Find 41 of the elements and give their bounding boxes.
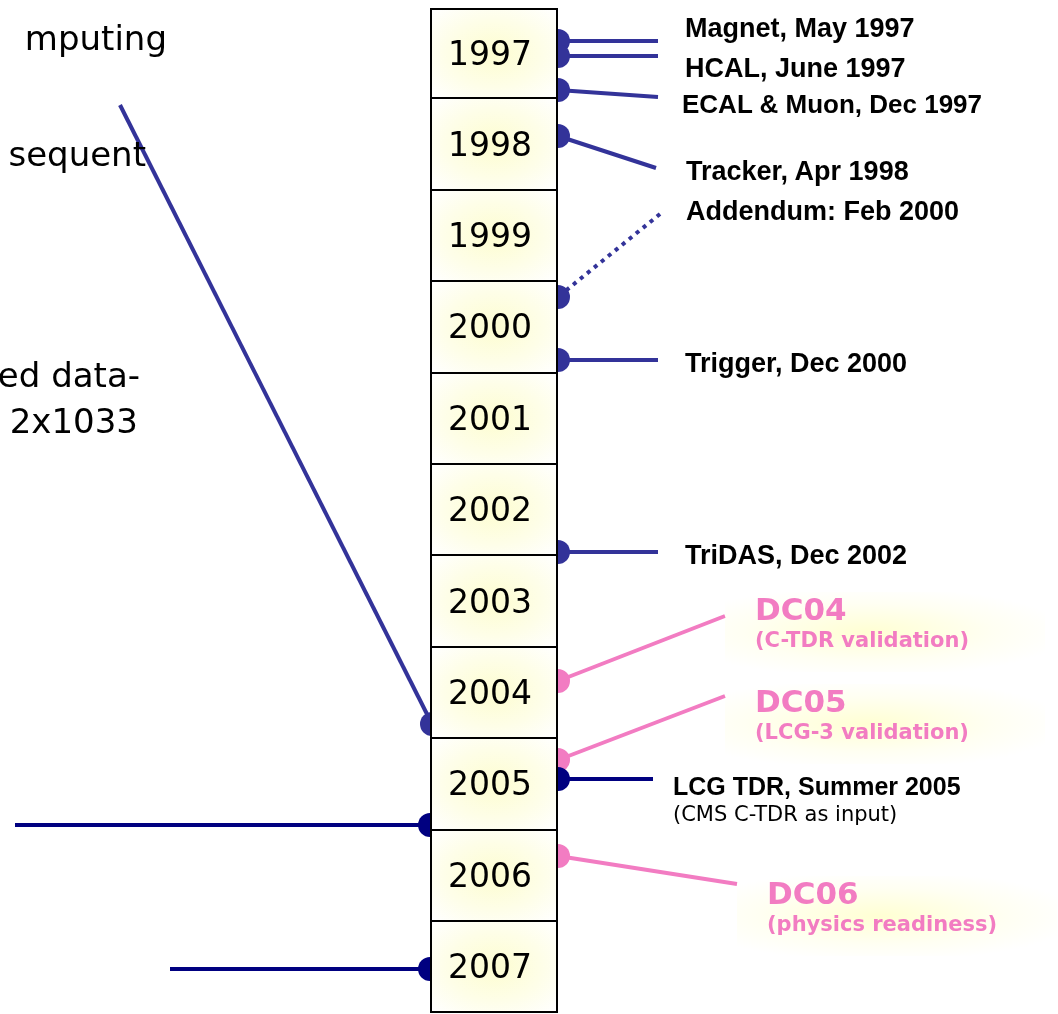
year-cell xyxy=(430,739,558,831)
year-cell xyxy=(430,8,558,100)
year-label: 2000 xyxy=(448,307,533,347)
milestone-label: TriDAS, Dec 2002 xyxy=(685,540,909,572)
year-label: 2006 xyxy=(448,855,533,895)
milestone-note: (CMS C-TDR as input) xyxy=(673,800,899,828)
year-cell xyxy=(430,465,558,557)
milestone-label: Trigger, Dec 2000 xyxy=(685,348,909,380)
milestone-label: Magnet, May 1997 xyxy=(685,13,916,45)
milestone-label: LCG TDR, Summer 2005 xyxy=(673,771,962,801)
milestone-label: Addendum: Feb 2000 xyxy=(686,196,961,228)
year-label: 2002 xyxy=(448,490,533,530)
challenge-subtitle: (C-TDR validation) xyxy=(755,627,971,653)
year-label: 1997 xyxy=(448,34,533,74)
cropped-text: ed data- xyxy=(0,357,140,395)
year-cell xyxy=(430,830,558,922)
year-cell xyxy=(430,190,558,283)
year-cell xyxy=(430,99,558,191)
cropped-text: mputing xyxy=(24,20,167,58)
cropped-text: sequent xyxy=(8,136,146,174)
cropped-text: 2x1033 xyxy=(9,403,138,441)
milestone-label: ECAL & Muon, Dec 1997 xyxy=(682,90,984,120)
year-cell xyxy=(430,282,558,374)
year-label: 1999 xyxy=(448,216,533,255)
challenge-title: DC04 xyxy=(755,592,848,628)
challenge-subtitle: (physics readiness) xyxy=(767,911,998,937)
year-label: 2007 xyxy=(448,947,533,987)
year-label: 2003 xyxy=(448,581,533,621)
challenge-subtitle: (LCG-3 validation) xyxy=(755,719,970,745)
challenge-title: DC05 xyxy=(755,684,848,720)
milestone-label: Tracker, Apr 1998 xyxy=(686,156,910,188)
year-cell xyxy=(430,647,558,740)
challenge-title: DC06 xyxy=(767,876,860,912)
year-label: 1998 xyxy=(448,124,533,164)
year-label: 2001 xyxy=(448,398,533,438)
year-cell xyxy=(430,373,558,465)
milestone-label: HCAL, June 1997 xyxy=(685,53,907,85)
year-cell xyxy=(430,556,558,648)
year-label: 2004 xyxy=(448,673,533,712)
year-label: 2005 xyxy=(448,764,533,804)
year-cell xyxy=(430,922,558,1014)
